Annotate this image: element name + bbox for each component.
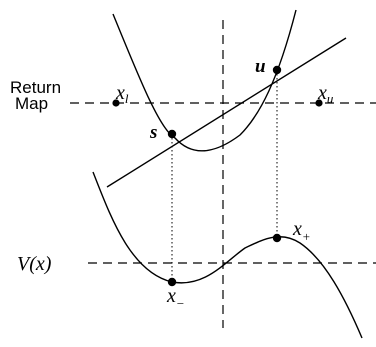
point-u	[272, 65, 282, 75]
label-x-u: xu	[317, 82, 334, 106]
diagonal-line	[106, 37, 347, 188]
return-map-label-line1: Return	[10, 78, 61, 97]
return-map-label-line2: Map	[15, 94, 48, 113]
label-u: u	[255, 56, 266, 77]
point-x-l	[112, 99, 120, 107]
label-x-l: xl	[115, 82, 129, 106]
point-x-u	[315, 99, 323, 107]
potential-curve	[92, 171, 363, 339]
return-map-parabola	[112, 9, 297, 152]
point-s	[167, 129, 177, 139]
label-s: s	[149, 122, 157, 143]
point-x-minus	[167, 277, 177, 287]
label-potential: V(x)	[17, 253, 52, 275]
label-x-minus: x−	[166, 285, 185, 311]
label-x-plus: x+	[292, 218, 311, 244]
point-x-plus	[272, 233, 282, 243]
